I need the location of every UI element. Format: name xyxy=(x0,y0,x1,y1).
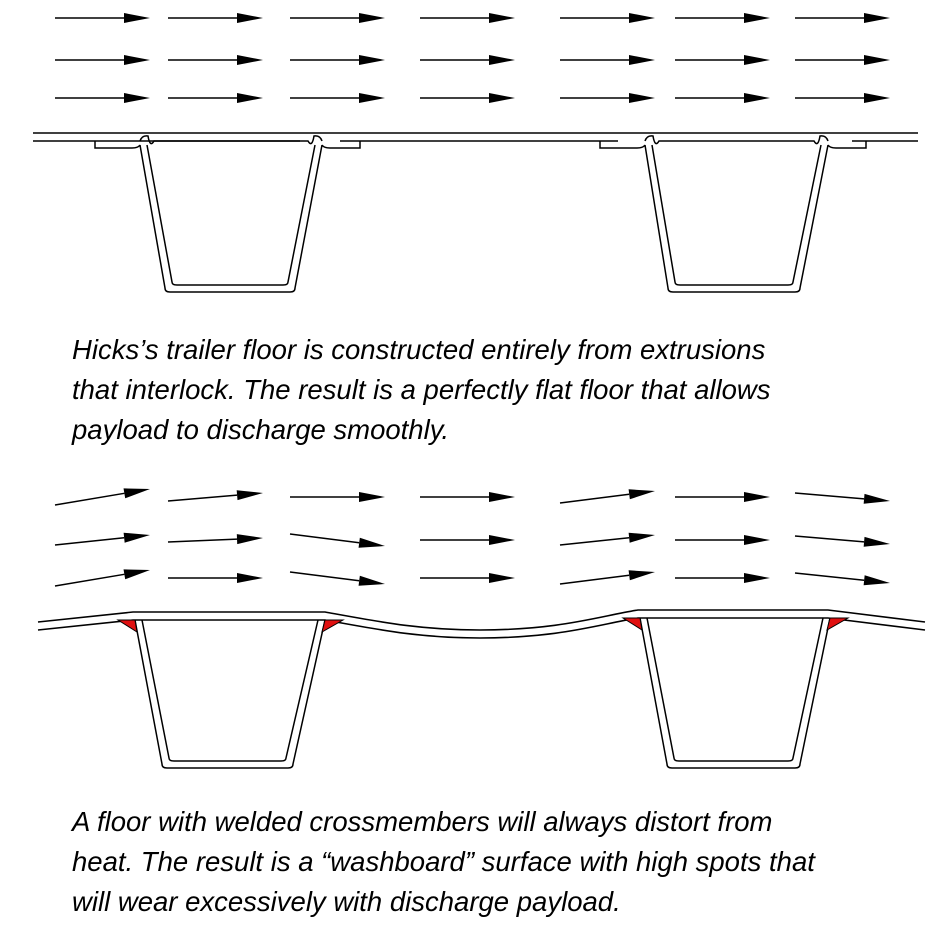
flow-arrow xyxy=(54,569,150,587)
flow-arrow xyxy=(167,534,263,545)
flow-arrow xyxy=(290,13,385,23)
extruded-crossmembers xyxy=(94,135,867,293)
flow-arrow xyxy=(289,533,385,548)
welded-crossmembers xyxy=(116,617,850,769)
bottom-flow-arrows xyxy=(54,488,890,587)
flow-arrow xyxy=(55,93,150,103)
flow-arrow xyxy=(420,535,515,545)
crossmember xyxy=(621,617,850,769)
top-caption: Hicks’s trailer floor is constructed ent… xyxy=(72,330,771,450)
weld-bead xyxy=(826,617,850,632)
weld-bead xyxy=(116,619,138,634)
flow-arrow xyxy=(675,93,770,103)
flow-arrow xyxy=(289,571,385,586)
caption-line: Hicks’s trailer floor is constructed ent… xyxy=(72,334,766,365)
flow-arrow xyxy=(420,93,515,103)
weld-bead xyxy=(621,617,643,632)
flow-arrow xyxy=(794,535,890,547)
flow-arrow xyxy=(795,13,890,23)
caption-line: that interlock. The result is a perfectl… xyxy=(72,374,771,405)
flow-arrow xyxy=(560,55,655,65)
flow-arrow xyxy=(675,13,770,23)
flow-arrow xyxy=(675,55,770,65)
flat-floor xyxy=(33,132,918,142)
caption-line: A floor with welded crossmembers will al… xyxy=(72,806,773,837)
flow-arrow xyxy=(794,492,890,504)
flow-arrow xyxy=(560,93,655,103)
flow-arrow xyxy=(420,573,515,583)
flow-arrow xyxy=(54,488,150,506)
top-flow-arrows xyxy=(55,13,890,103)
flow-arrow xyxy=(420,55,515,65)
flow-arrow xyxy=(795,55,890,65)
flow-arrow xyxy=(795,93,890,103)
flow-arrow xyxy=(420,492,515,502)
flow-arrow xyxy=(559,532,655,546)
flow-arrow xyxy=(290,492,385,502)
flow-arrow xyxy=(55,13,150,23)
crossmember xyxy=(116,619,345,769)
flow-arrow xyxy=(290,93,385,103)
weld-bead xyxy=(321,619,345,634)
flow-arrow xyxy=(55,55,150,65)
flow-arrow xyxy=(420,13,515,23)
flow-arrow xyxy=(168,13,263,23)
flow-arrow xyxy=(560,13,655,23)
flow-arrow xyxy=(168,573,263,583)
flow-arrow xyxy=(559,570,655,585)
crossmember xyxy=(94,135,361,293)
flow-arrow xyxy=(794,572,890,586)
flow-arrow xyxy=(675,492,770,502)
bottom-caption: A floor with welded crossmembers will al… xyxy=(72,802,815,922)
flow-arrow xyxy=(54,532,150,546)
flow-arrow xyxy=(290,55,385,65)
flow-arrow xyxy=(559,489,655,504)
caption-line: payload to discharge smoothly. xyxy=(72,414,450,445)
crossmember xyxy=(599,135,867,293)
flow-arrow xyxy=(675,535,770,545)
flow-arrow xyxy=(168,55,263,65)
flow-arrow xyxy=(167,490,263,502)
flow-arrow xyxy=(168,93,263,103)
flow-arrow xyxy=(675,573,770,583)
caption-line: will wear excessively with discharge pay… xyxy=(72,886,621,917)
washboard-floor xyxy=(37,609,926,639)
caption-line: heat. The result is a “washboard” surfac… xyxy=(72,846,815,877)
